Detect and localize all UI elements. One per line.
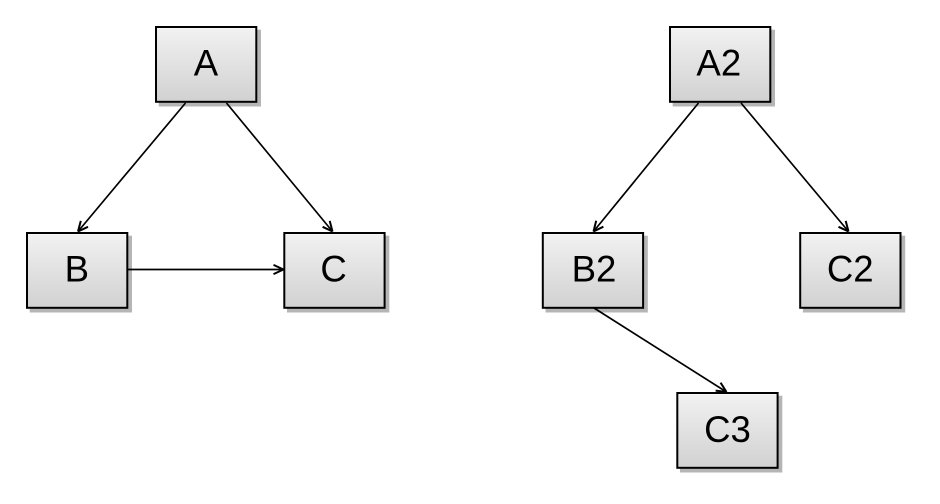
svg-text:C: C — [320, 249, 346, 290]
svg-text:C2: C2 — [827, 249, 874, 290]
svg-text:A2: A2 — [696, 43, 741, 84]
svg-text:B2: B2 — [572, 249, 617, 290]
svg-text:B: B — [65, 249, 89, 290]
svg-text:C3: C3 — [704, 409, 751, 450]
svg-text:A: A — [194, 43, 219, 84]
